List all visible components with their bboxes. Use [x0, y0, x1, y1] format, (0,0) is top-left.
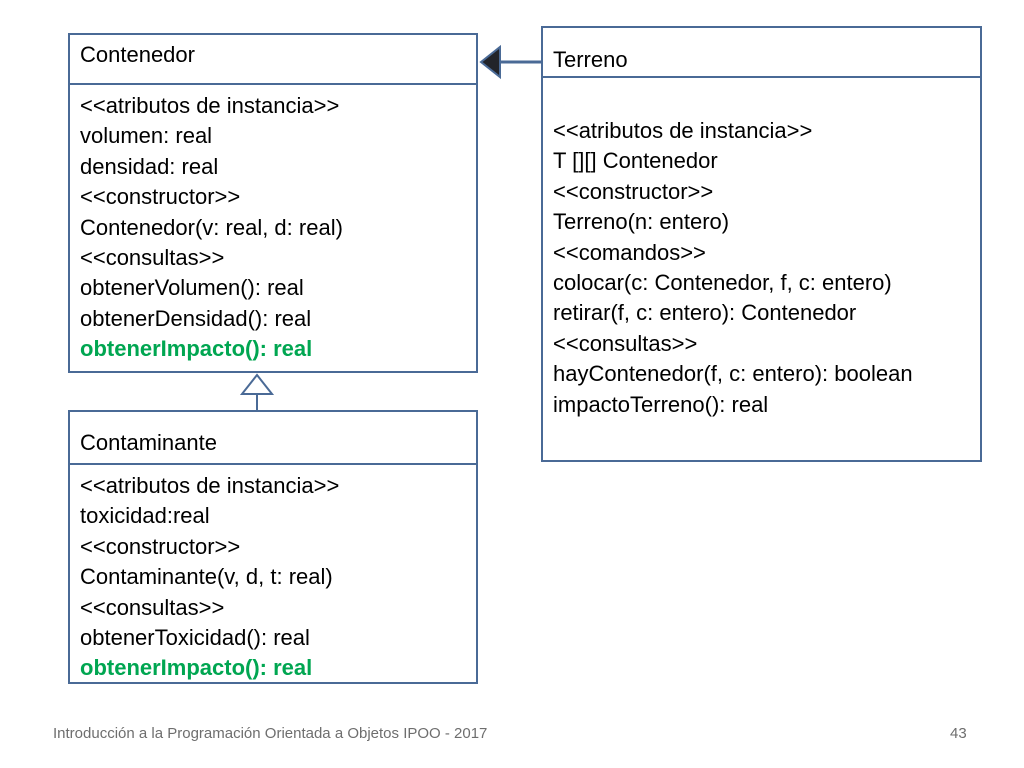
class-members-terreno: <<atributos de instancia>> T [][] Conten…	[543, 78, 980, 420]
member-line: T [][] Contenedor	[553, 148, 718, 174]
member-line: <<constructor>>	[80, 533, 241, 559]
member-line: Contenedor(v: real, d: real)	[80, 214, 343, 240]
member-line: <<atributos de instancia>>	[553, 118, 813, 143]
member-line: obtenerDensidad(): real	[80, 305, 312, 331]
inheritance-arrowhead	[239, 373, 275, 395]
member-line: Contaminante(v, d, t: real)	[80, 564, 333, 590]
class-name-contaminante: Contaminante	[70, 412, 476, 465]
class-box-terreno: Terreno <<atributos de instancia>> T [][…	[541, 26, 982, 462]
member-line: <<comandos>>	[553, 239, 706, 265]
class-box-contaminante: Contaminante <<atributos de instancia>> …	[68, 410, 478, 684]
member-line: <<consultas>>	[80, 245, 225, 271]
class-box-contenedor: Contenedor <<atributos de instancia>> vo…	[68, 33, 478, 373]
association-arrowhead	[479, 44, 501, 80]
member-line: <<atributos de instancia>>	[80, 93, 340, 118]
highlighted-member-line: obtenerImpacto(): real	[80, 336, 313, 362]
member-line: <<constructor>>	[553, 178, 714, 204]
class-members-contenedor: <<atributos de instancia>> volumen: real…	[70, 85, 476, 365]
member-line: obtenerVolumen(): real	[80, 275, 304, 301]
footer-text: Introducción a la Programación Orientada…	[53, 725, 488, 742]
member-line: impactoTerreno(): real	[553, 391, 769, 417]
highlighted-member-line: obtenerImpacto(): real	[80, 655, 313, 681]
member-line: <<constructor>>	[80, 184, 241, 210]
member-line: volumen: real	[80, 123, 213, 149]
member-line: hayContenedor(f, c: entero): boolean	[553, 361, 913, 387]
member-line: retirar(f, c: entero): Contenedor	[553, 300, 857, 326]
class-name-terreno: Terreno	[543, 28, 980, 78]
member-line: colocar(c: Contenedor, f, c: entero)	[553, 270, 892, 296]
member-line: <<atributos de instancia>>	[80, 473, 340, 498]
member-line: obtenerToxicidad(): real	[80, 625, 310, 651]
member-line: toxicidad:real	[80, 503, 210, 529]
class-members-contaminante: <<atributos de instancia>> toxicidad:rea…	[70, 465, 476, 684]
page-number: 43	[950, 725, 967, 742]
member-line: densidad: real	[80, 153, 219, 179]
member-line: <<consultas>>	[80, 594, 225, 620]
member-line: Terreno(n: entero)	[553, 209, 730, 235]
member-line: <<consultas>>	[553, 330, 698, 356]
class-name-contenedor: Contenedor	[70, 35, 476, 85]
